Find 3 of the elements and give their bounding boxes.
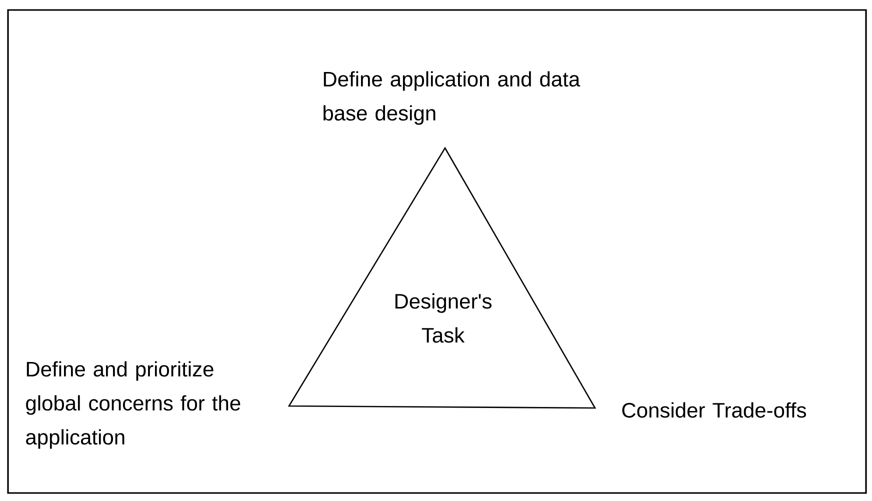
label: Define and prioritize global concerns for the application bbox=[26, 361, 240, 449]
label: Consider Trade-offs bbox=[622, 402, 806, 418]
label: Define application and data base design bbox=[324, 71, 580, 125]
